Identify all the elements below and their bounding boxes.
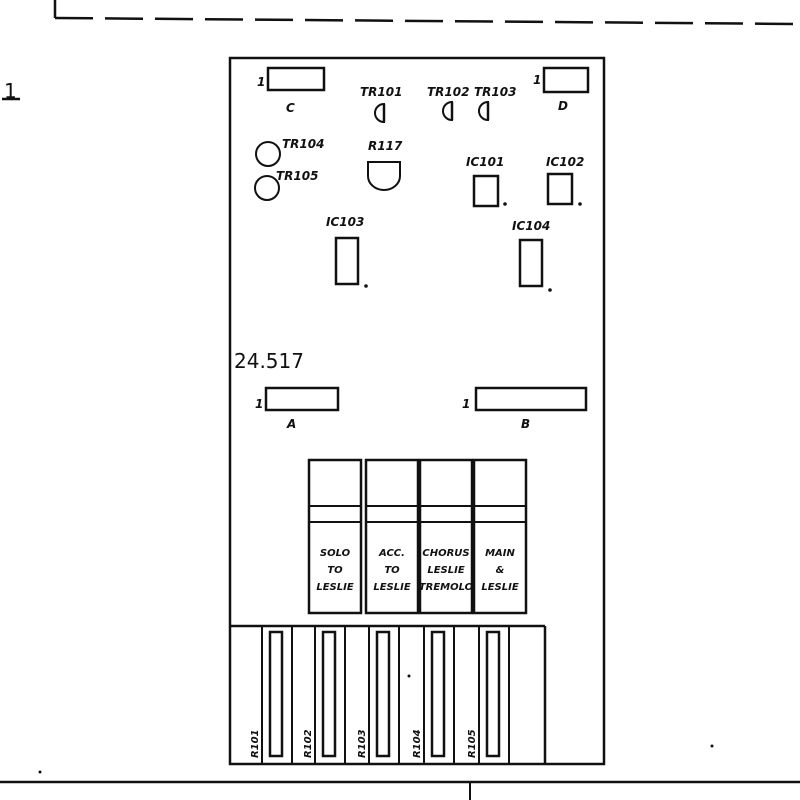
switch-label-line1: SOLO [320, 548, 351, 559]
resistor-r117: R117 [367, 139, 403, 191]
switch-label-line2: LESLIE [427, 565, 464, 576]
transistor-tr103-label: TR103 [474, 85, 516, 99]
ic-ic102: IC102 [546, 155, 584, 206]
pot-label: R104 [412, 729, 423, 758]
pot-r103: R103 [357, 626, 400, 764]
connector-d: 1 D [533, 66, 590, 113]
pot-label: R105 [467, 729, 478, 758]
switch-bank: SOLO TO LESLIE ACC. TO LESLIE CHORUS LESLIE TREM… [307, 458, 528, 615]
stray-dot [38, 770, 42, 774]
dashed-enclosure-outline [53, 0, 800, 26]
ic-ic101: IC101 [466, 155, 507, 208]
connector-a-pin: 1 [255, 397, 263, 411]
connector-d-pin: 1 [533, 73, 541, 87]
ic-ic103-label: IC103 [326, 215, 364, 229]
switch-label-line3: TREMOLO [419, 582, 474, 593]
pot-strip [230, 624, 547, 764]
transistor-tr104-label: TR104 [282, 137, 324, 151]
pot-label: R103 [357, 729, 368, 758]
connector-b: 1 B [462, 386, 588, 431]
connector-a: 1 A [255, 386, 340, 431]
connector-c-pin: 1 [257, 75, 265, 89]
transistor-tr101: TR101 [360, 85, 402, 124]
switch-3: CHORUS LESLIE TREMOLO [418, 458, 474, 615]
switch-1: SOLO TO LESLIE [307, 458, 363, 615]
pot-bank: R101 R102 R103 R104 R105 [250, 626, 510, 764]
switch-label-line3: LESLIE [481, 582, 518, 593]
bottom-frame-line [0, 780, 800, 800]
connector-b-label: B [521, 417, 530, 431]
board-reference-number: 24.517 [234, 349, 304, 373]
ic-ic104-label: IC104 [512, 219, 550, 233]
switch-label-line2: & [496, 565, 505, 576]
transistor-tr102-label: TR102 [427, 85, 469, 99]
switch-label-line1: CHORUS [422, 548, 469, 559]
pot-r102: R102 [303, 626, 346, 764]
switch-4: MAIN & LESLIE [472, 458, 528, 615]
connector-b-pin: 1 [462, 397, 470, 411]
corner-mark: 1 [2, 79, 20, 103]
connector-d-label: D [558, 99, 568, 113]
transistor-tr104: TR104 [255, 137, 324, 167]
switch-label-line1: MAIN [485, 548, 515, 559]
ic-ic103: IC103 [326, 215, 368, 288]
pot-r104: R104 [412, 626, 455, 764]
pot-r105: R105 [467, 626, 510, 764]
ic-ic104: IC104 [512, 219, 552, 292]
switch-label-line2: TO [327, 565, 343, 576]
transistor-tr103: TR103 [474, 85, 516, 122]
stray-dot [407, 674, 411, 678]
connector-c-label: C [286, 101, 295, 115]
transistor-tr101-label: TR101 [360, 85, 402, 99]
pot-r101: R101 [250, 626, 293, 764]
ic-ic102-label: IC102 [546, 155, 584, 169]
pot-label: R102 [303, 729, 314, 758]
stray-dot [710, 744, 714, 748]
transistor-tr102: TR102 [427, 85, 469, 122]
switch-label-line3: LESLIE [373, 582, 410, 593]
ic-ic101-label: IC101 [466, 155, 504, 169]
transistor-tr105-label: TR105 [276, 169, 318, 183]
pot-label: R101 [250, 729, 261, 758]
switch-2: ACC. TO LESLIE [364, 458, 420, 615]
switch-label-line3: LESLIE [316, 582, 353, 593]
transistor-tr105: TR105 [254, 169, 318, 201]
svg-text:1: 1 [4, 79, 17, 103]
switch-label-line2: TO [384, 565, 400, 576]
switch-label-line1: ACC. [378, 548, 405, 559]
board-outline [228, 56, 606, 766]
connector-a-label: A [286, 417, 296, 431]
resistor-r117-label: R117 [368, 139, 403, 153]
connector-c: 1 C [257, 66, 326, 115]
